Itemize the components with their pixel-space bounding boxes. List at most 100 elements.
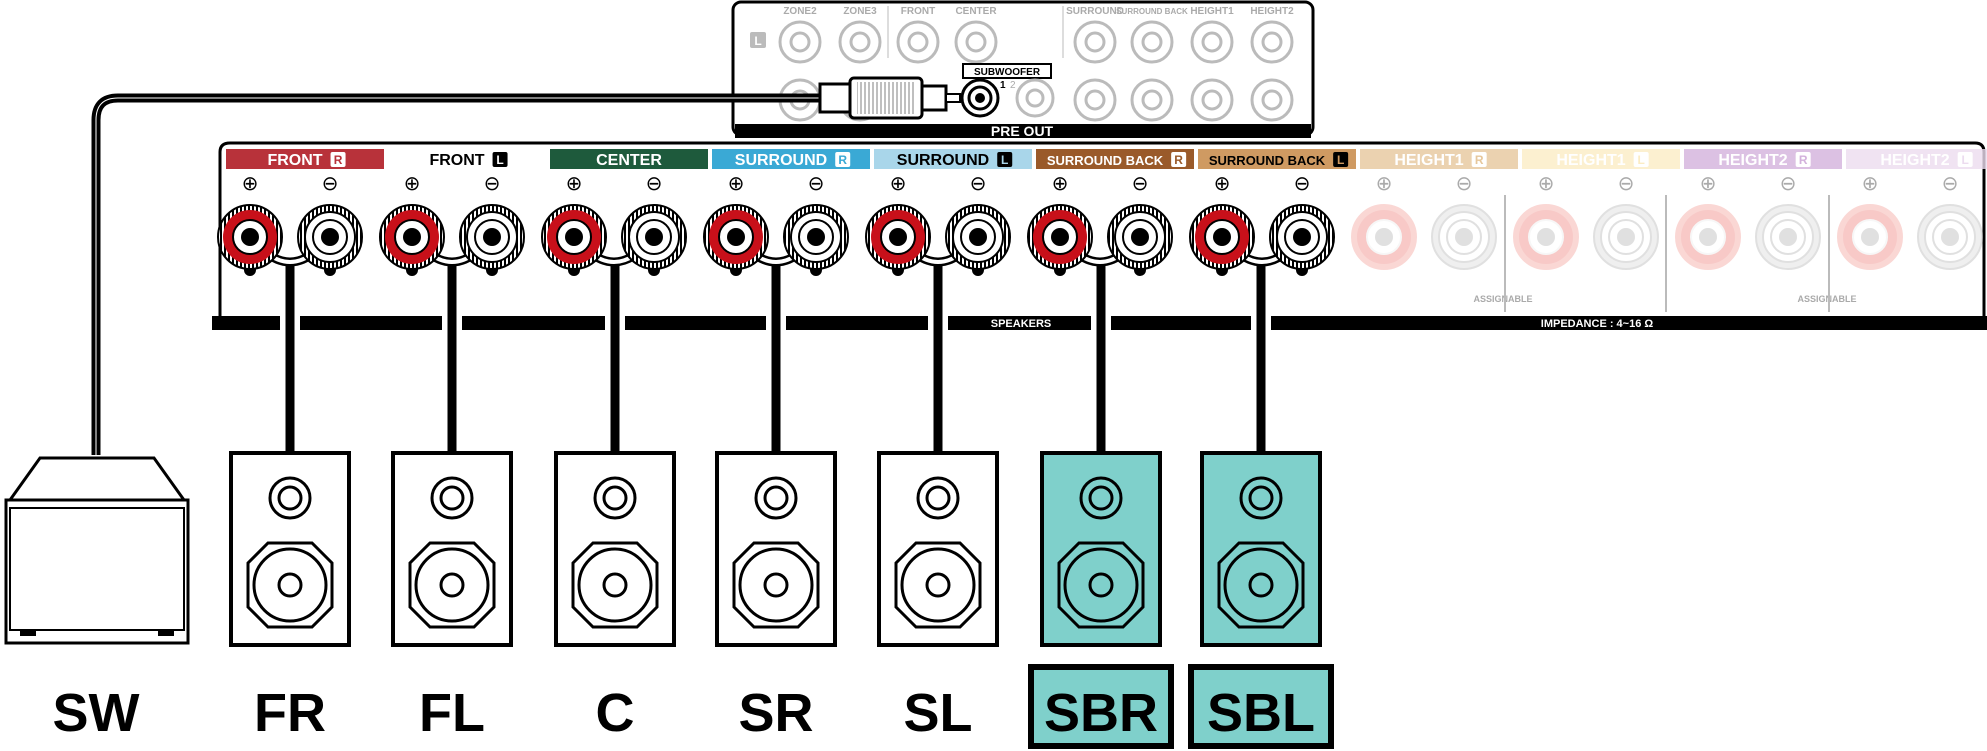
minus-symbol: ⊖ [808, 173, 825, 195]
preout-jack[interactable] [1250, 20, 1294, 64]
svg-text:C: C [596, 683, 635, 743]
speaker-terminal[interactable] [1027, 204, 1173, 276]
speaker-label: FL [419, 683, 485, 743]
svg-text:SW: SW [53, 683, 140, 743]
preout-jack[interactable] [778, 20, 822, 64]
speaker-label: FR [254, 683, 326, 743]
svg-text:SBL: SBL [1207, 683, 1315, 743]
assignable-label-1: ASSIGNABLE [1473, 294, 1532, 304]
speaker-terminal[interactable] [1675, 204, 1821, 270]
preout-jack[interactable] [1250, 78, 1294, 122]
plus-symbol: ⊕ [1376, 173, 1393, 195]
speaker-terminal[interactable] [541, 204, 687, 276]
preout-top-label: ZONE2 [783, 6, 817, 17]
svg-text:R: R [334, 153, 343, 167]
speaker-terminal[interactable] [1351, 204, 1497, 270]
svg-text:SURROUND: SURROUND [735, 152, 827, 169]
speaker-terminal[interactable] [1189, 204, 1335, 276]
svg-text:FR: FR [254, 683, 326, 743]
minus-symbol: ⊖ [1456, 173, 1473, 195]
speaker-group [229, 451, 1322, 647]
svg-text:L: L [1962, 153, 1969, 167]
speaker-label: SBR [1028, 664, 1174, 749]
plus-symbol: ⊕ [1538, 173, 1555, 195]
speaker-terminal[interactable] [1513, 204, 1659, 270]
preout-jack[interactable] [896, 20, 940, 64]
preout-jack[interactable] [1073, 78, 1117, 122]
minus-symbol: ⊖ [1780, 173, 1797, 195]
speaker-terminal[interactable] [1837, 204, 1983, 270]
svg-text:L: L [1337, 153, 1344, 167]
preout-jack[interactable] [1190, 78, 1234, 122]
subwoofer-number-1: 1 [1000, 80, 1006, 91]
preout-jack[interactable] [838, 20, 882, 64]
speaker-terminal-panel: SPEAKERS IMPEDANCE : 4~16 Ω ASSIGNABLE A… [212, 141, 1987, 332]
minus-symbol: ⊖ [1942, 173, 1959, 195]
preout-title: PRE OUT [991, 123, 1054, 139]
impedance-label: IMPEDANCE : 4~16 Ω [1541, 318, 1654, 330]
channel-label: CENTER [550, 149, 708, 169]
preout-jack[interactable] [1190, 20, 1234, 64]
preout-top-label: HEIGHT2 [1250, 6, 1294, 17]
speaker-cabinet [1040, 451, 1162, 647]
speaker-cabinet [715, 451, 837, 647]
speaker-label-group: SW FR FL C SR SL SBR SBL [53, 664, 1334, 749]
speaker-cabinet [554, 451, 676, 647]
preout-jack[interactable] [1130, 20, 1174, 64]
channel-label: SURROUND R [712, 149, 870, 169]
subwoofer-unit [4, 456, 190, 645]
channel-label: HEIGHT1 L [1522, 149, 1680, 169]
plus-symbol: ⊕ [242, 173, 259, 195]
minus-symbol: ⊖ [322, 173, 339, 195]
preout-top-label: FRONT [901, 6, 935, 17]
svg-text:R: R [1799, 153, 1808, 167]
svg-text:SR: SR [738, 683, 813, 743]
svg-text:FL: FL [419, 683, 485, 743]
preout-top-label: HEIGHT1 [1190, 6, 1234, 17]
plus-symbol: ⊕ [1700, 173, 1717, 195]
subwoofer-number-2: 2 [1010, 80, 1016, 91]
speaker-label: SBL [1188, 664, 1334, 749]
plus-symbol: ⊕ [1214, 173, 1231, 195]
preout-jack[interactable] [954, 20, 998, 64]
speaker-label: SL [903, 683, 972, 743]
svg-text:SL: SL [903, 683, 972, 743]
speaker-cabinet [229, 451, 351, 647]
svg-text:L: L [496, 153, 503, 167]
svg-text:R: R [1475, 153, 1484, 167]
speaker-terminal[interactable] [703, 204, 849, 276]
speaker-cabinet [391, 451, 513, 647]
preout-top-label: CENTER [955, 6, 997, 17]
svg-text:L: L [1638, 153, 1645, 167]
minus-symbol: ⊖ [970, 173, 987, 195]
svg-text:SBR: SBR [1044, 683, 1158, 743]
speaker-terminal[interactable] [379, 204, 525, 276]
minus-symbol: ⊖ [1618, 173, 1635, 195]
svg-text:HEIGHT1: HEIGHT1 [1556, 152, 1625, 169]
svg-text:R: R [838, 153, 847, 167]
svg-text:L: L [1001, 153, 1008, 167]
svg-text:R: R [1174, 153, 1183, 167]
preout-jack[interactable] [1130, 78, 1174, 122]
speaker-terminal[interactable] [217, 204, 363, 276]
minus-symbol: ⊖ [1294, 173, 1311, 195]
preout-channel-l: L [754, 34, 761, 48]
preout-jack[interactable] [1073, 20, 1117, 64]
minus-symbol: ⊖ [484, 173, 501, 195]
speaker-cabinet [1200, 451, 1322, 647]
plus-symbol: ⊕ [1052, 173, 1069, 195]
speaker-cabinet [877, 451, 999, 647]
speaker-terminal[interactable] [865, 204, 1011, 276]
wire-group [285, 265, 1266, 455]
preout-top-label: SURROUND BACK [1116, 7, 1188, 16]
plus-symbol: ⊕ [1862, 173, 1879, 195]
svg-text:CENTER: CENTER [596, 152, 662, 169]
